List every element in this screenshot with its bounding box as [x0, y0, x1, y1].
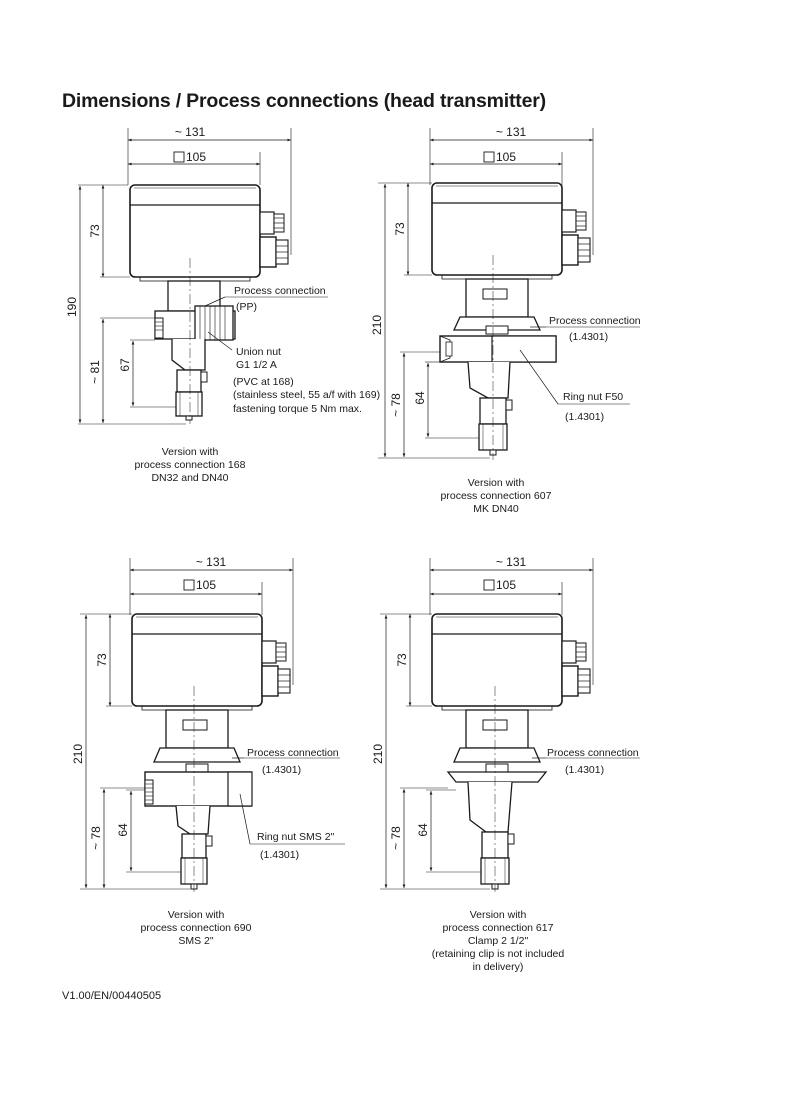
dim-housing-width-607: 105 — [496, 150, 516, 164]
dim-width-overall-617: ~ 131 — [496, 555, 527, 569]
dim-housing-width-690: 105 — [196, 578, 216, 592]
label-process-connection-material-690: (1.4301) — [262, 764, 301, 776]
view-168-text: ~ 131 105 73 190 ~ 81 67 Process connect… — [65, 125, 380, 484]
dim-connection-height-690: 64 — [116, 823, 130, 837]
dim-housing-height-607: 73 — [393, 222, 407, 236]
label-ring-nut-607: Ring nut F50 — [563, 391, 623, 403]
label-process-connection-material-607: (1.4301) — [569, 331, 608, 343]
caption-617-line5: in delivery) — [473, 961, 524, 973]
caption-168-line2: process connection 168 — [135, 459, 246, 471]
view-607-text: ~ 131 105 73 210 ~ 78 64 Process connect… — [370, 125, 641, 515]
dim-lower-height-617: ~ 78 — [389, 826, 403, 850]
dim-housing-height-168: 73 — [88, 224, 102, 238]
caption-617-line3: Clamp 2 1/2" — [468, 935, 529, 947]
caption-690-line1: Version with — [168, 909, 225, 921]
dim-overall-height-607: 210 — [370, 315, 384, 335]
drawing-view-607 — [378, 128, 640, 460]
caption-617-line2: process connection 617 — [443, 922, 554, 934]
square-symbol — [483, 579, 495, 591]
drawing-view-168 — [78, 128, 328, 425]
label-process-connection-168: Process connection — [234, 285, 326, 297]
dim-width-overall-168: ~ 131 — [175, 125, 206, 139]
label-process-connection-617: Process connection — [547, 747, 639, 759]
dim-lower-height-168: ~ 81 — [88, 360, 102, 384]
label-process-connection-607: Process connection — [549, 315, 641, 327]
label-note-steel-168: (stainless steel, 55 a/f with 169) — [233, 389, 380, 401]
label-process-connection-690: Process connection — [247, 747, 339, 759]
dim-connection-height-168: 67 — [118, 358, 132, 372]
view-617-text: ~ 131 105 73 210 ~ 78 64 Process connect… — [371, 555, 639, 973]
dim-overall-height-168: 190 — [65, 297, 79, 317]
caption-607-line3: MK DN40 — [473, 503, 519, 515]
square-symbol — [183, 579, 195, 591]
dim-housing-width-617: 105 — [496, 578, 516, 592]
page-title: Dimensions / Process connections (head t… — [62, 90, 546, 112]
caption-607-line1: Version with — [468, 477, 525, 489]
caption-690-line3: SMS 2" — [178, 935, 214, 947]
caption-690-line2: process connection 690 — [141, 922, 252, 934]
dim-connection-height-607: 64 — [413, 391, 427, 405]
caption-617-line4: (retaining clip is not included — [432, 948, 565, 960]
dim-housing-width-168: 105 — [186, 150, 206, 164]
view-690-text: ~ 131 105 73 210 ~ 78 64 Process connect… — [71, 555, 339, 947]
caption-617-line1: Version with — [470, 909, 527, 921]
drawing-view-690 — [80, 558, 345, 892]
caption-168-line1: Version with — [162, 446, 219, 458]
label-ring-nut-690: Ring nut SMS 2" — [257, 831, 335, 843]
dim-overall-height-617: 210 — [371, 744, 385, 764]
dim-housing-height-617: 73 — [395, 653, 409, 667]
label-process-connection-material-617: (1.4301) — [565, 764, 604, 776]
dim-overall-height-690: 210 — [71, 744, 85, 764]
dim-housing-height-690: 73 — [95, 653, 109, 667]
square-symbol — [173, 151, 185, 163]
label-ring-nut-material-607: (1.4301) — [565, 411, 604, 423]
label-thread-168: G1 1/2 A — [236, 359, 277, 371]
drawing-view-617 — [380, 558, 640, 892]
label-note-torque-168: fastening torque 5 Nm max. — [233, 403, 362, 415]
document-version: V1.00/EN/00440505 — [62, 990, 162, 1002]
label-process-connection-material-168: (PP) — [236, 301, 257, 313]
dim-width-overall-607: ~ 131 — [496, 125, 527, 139]
dim-lower-height-607: ~ 78 — [389, 393, 403, 417]
label-union-nut-168: Union nut — [236, 346, 281, 358]
label-ring-nut-material-690: (1.4301) — [260, 849, 299, 861]
label-note-pvc-168: (PVC at 168) — [233, 376, 294, 388]
square-symbol — [483, 151, 495, 163]
dim-connection-height-617: 64 — [416, 823, 430, 837]
caption-168-line3: DN32 and DN40 — [151, 472, 228, 484]
dim-width-overall-690: ~ 131 — [196, 555, 227, 569]
dim-lower-height-690: ~ 78 — [89, 826, 103, 850]
caption-607-line2: process connection 607 — [441, 490, 552, 502]
